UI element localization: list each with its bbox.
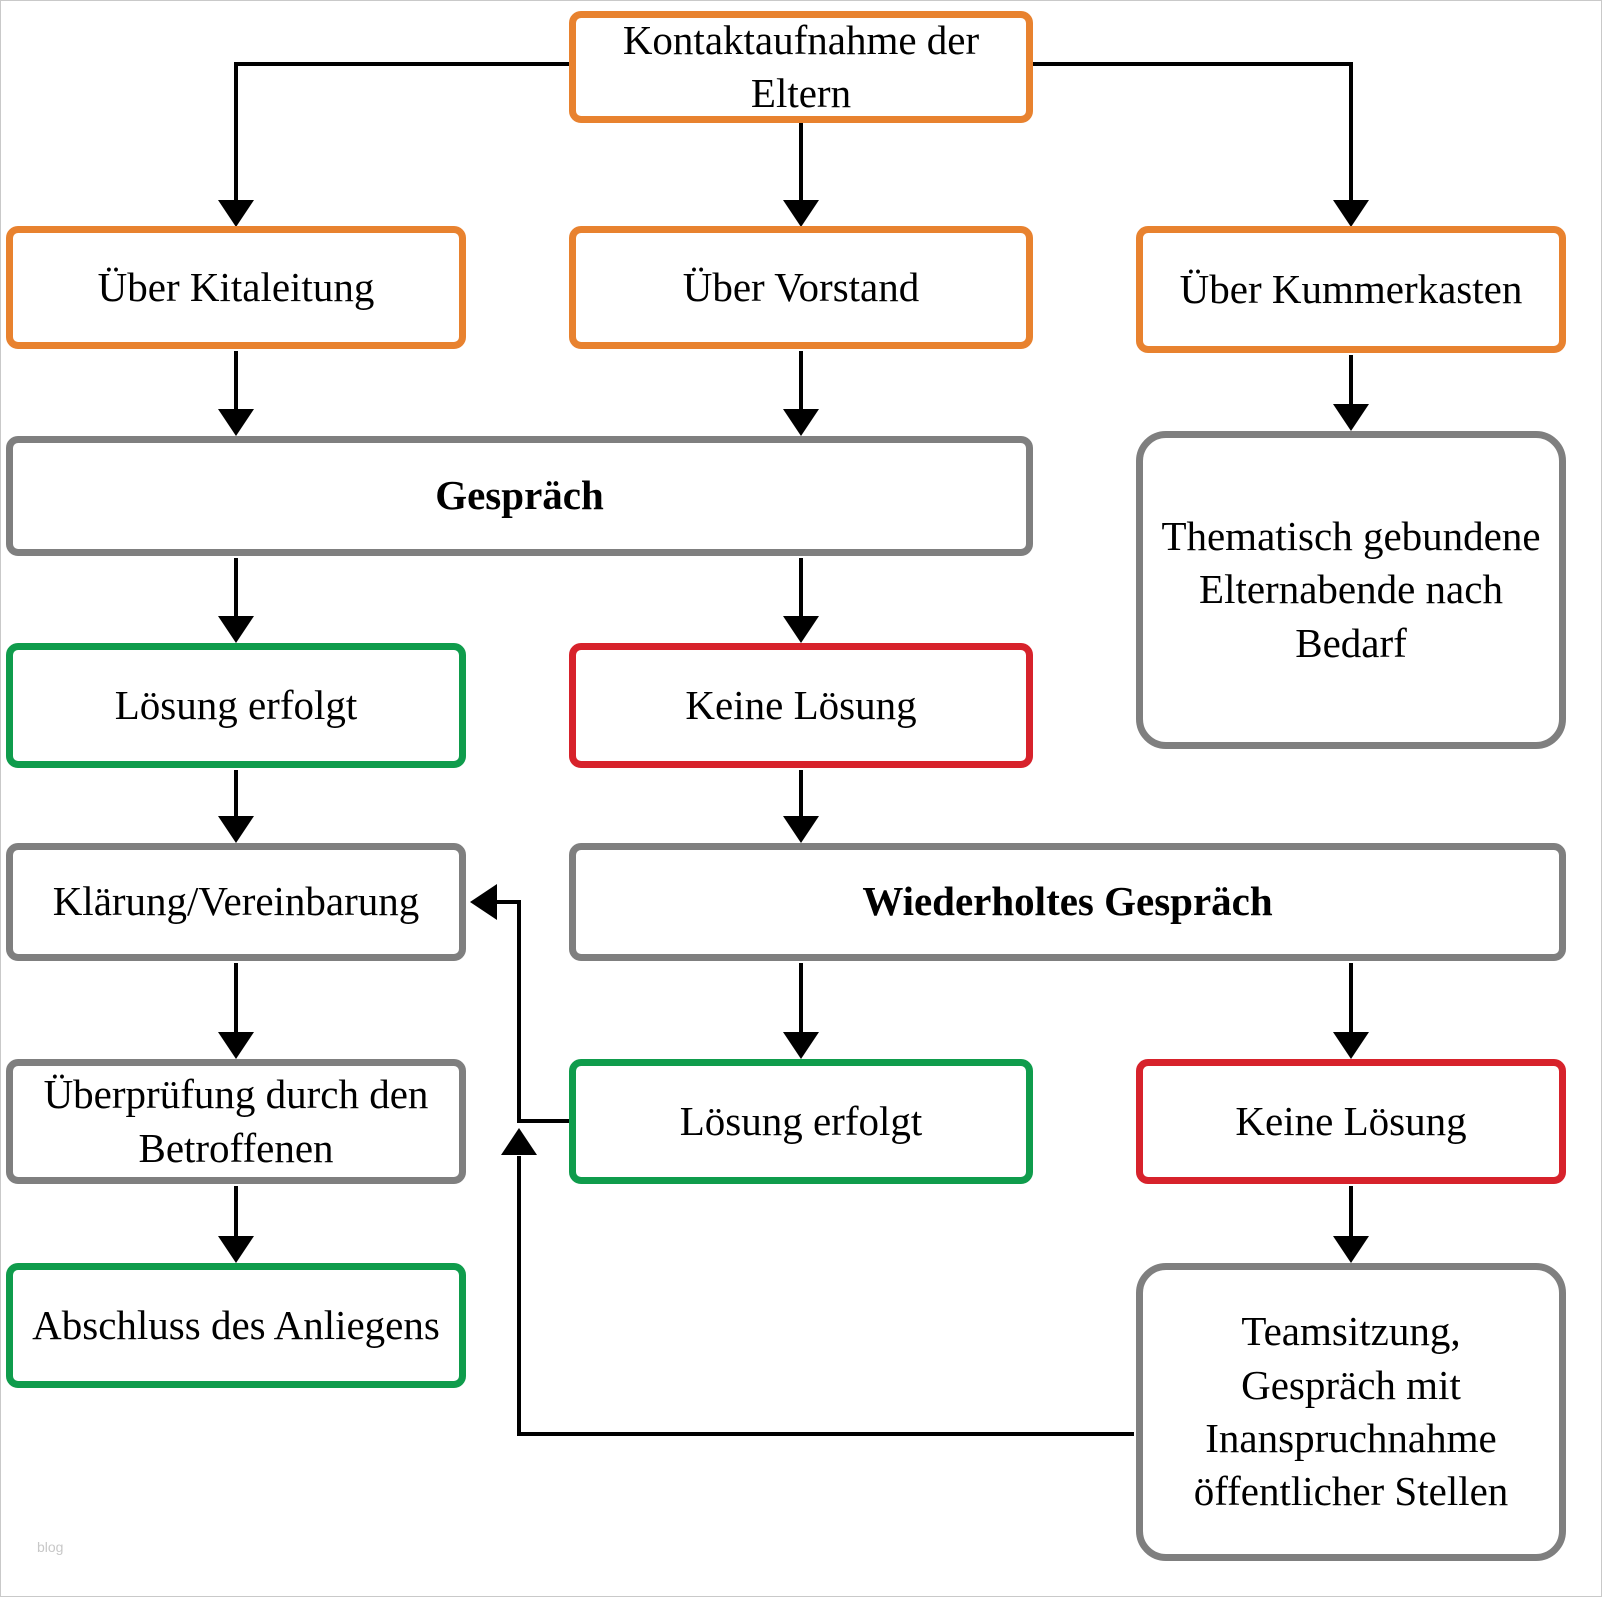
arrowhead-down-icon [218, 816, 254, 843]
arrowhead-down-icon [1333, 200, 1369, 227]
edge-kontaktaufnahme-kummerkasten [1033, 62, 1369, 227]
arrowhead-down-icon [218, 1032, 254, 1059]
node-keine-loesung-1: Keine Lösung [569, 643, 1033, 768]
arrowhead-down-icon [218, 1236, 254, 1263]
edge-kontaktaufnahme-vorstand [783, 123, 819, 227]
arrowhead-left-icon [470, 884, 497, 920]
watermark-text: blog [37, 1539, 64, 1555]
node-keine-loesung-2: Keine Lösung [1136, 1059, 1566, 1184]
arrowhead-down-icon [218, 200, 254, 227]
node-abschluss-des-anliegens: Abschluss des Anliegens [6, 1263, 466, 1388]
arrowhead-down-icon [218, 616, 254, 643]
arrowhead-up-icon [501, 1128, 537, 1155]
edge-gespraech-loesung1 [218, 558, 254, 643]
node-label: Lösung erfolgt [679, 1097, 923, 1144]
node-thematische-elternabende: Thematisch gebundene Elternabende nach B… [1136, 431, 1566, 749]
node-loesung-erfolgt-2: Lösung erfolgt [569, 1059, 1033, 1184]
node-klaerung-vereinbarung: Klärung/Vereinbarung [6, 843, 466, 961]
node-gespraech: Gespräch [6, 436, 1033, 556]
edge-kitaleitung-gespraech [218, 351, 254, 436]
arrowhead-down-icon [1333, 404, 1369, 431]
node-label: Kontaktaufnahme der Eltern [622, 16, 980, 116]
edge-wiederholtes-loesung2 [783, 963, 819, 1059]
node-label: Überprüfung durch den Betroffenen [43, 1071, 429, 1171]
edge-vorstand-gespraech [783, 351, 819, 436]
arrowhead-down-icon [783, 816, 819, 843]
edge-line [497, 900, 569, 1123]
edge-wiederholtes-keine2 [1333, 963, 1369, 1059]
node-label: Teamsitzung, Gespräch mit Inanspruchnahm… [1193, 1308, 1509, 1515]
edge-kummerkasten-thematisch [1333, 355, 1369, 431]
node-ueber-vorstand: Über Vorstand [569, 226, 1033, 349]
arrowhead-down-icon [783, 616, 819, 643]
node-label: Lösung erfolgt [114, 681, 358, 728]
arrowhead-down-icon [1333, 1236, 1369, 1263]
edge-keine1-wiederholtes [783, 770, 819, 843]
node-wiederholtes-gespraech: Wiederholtes Gespräch [569, 843, 1566, 961]
node-ueberpruefung-durch-betroffenen: Überprüfung durch den Betroffenen [6, 1059, 466, 1184]
node-label: Gespräch [435, 472, 604, 519]
arrowhead-down-icon [783, 1032, 819, 1059]
edge-keine2-teamsitzung [1333, 1186, 1369, 1263]
edge-teamsitzung-klaerung-feedback [501, 1128, 1134, 1436]
edge-line [1033, 62, 1353, 201]
node-label: Klärung/Vereinbarung [52, 878, 420, 925]
edge-ueberpruefung-abschluss [218, 1186, 254, 1263]
edge-line [234, 62, 569, 201]
node-label: Keine Lösung [1235, 1097, 1467, 1144]
node-label: Keine Lösung [685, 681, 917, 728]
node-teamsitzung-oeffentliche-stellen: Teamsitzung, Gespräch mit Inanspruchnahm… [1136, 1263, 1566, 1561]
node-label: Über Kummerkasten [1179, 265, 1523, 312]
node-label: Abschluss des Anliegens [32, 1301, 440, 1348]
edge-line [517, 1156, 1134, 1436]
node-loesung-erfolgt-1: Lösung erfolgt [6, 643, 466, 768]
node-label: Über Kitaleitung [97, 263, 375, 310]
arrowhead-down-icon [1333, 1032, 1369, 1059]
node-ueber-kitaleitung: Über Kitaleitung [6, 226, 466, 349]
arrowhead-down-icon [783, 409, 819, 436]
edge-loesung1-klaerung [218, 770, 254, 843]
edge-loesung2-klaerung-feedback [470, 884, 569, 1123]
node-kontaktaufnahme-der-eltern: Kontaktaufnahme der Eltern [569, 11, 1033, 123]
node-ueber-kummerkasten: Über Kummerkasten [1136, 226, 1566, 353]
node-label: Wiederholtes Gespräch [862, 878, 1273, 925]
node-label: Über Vorstand [682, 263, 920, 310]
arrowhead-down-icon [218, 409, 254, 436]
edge-klaerung-ueberpruefung [218, 963, 254, 1059]
arrowhead-down-icon [783, 200, 819, 227]
edge-kontaktaufnahme-kitaleitung [218, 62, 569, 227]
edge-gespraech-keine1 [783, 558, 819, 643]
node-label: Thematisch gebundene Elternabende nach B… [1161, 513, 1541, 666]
